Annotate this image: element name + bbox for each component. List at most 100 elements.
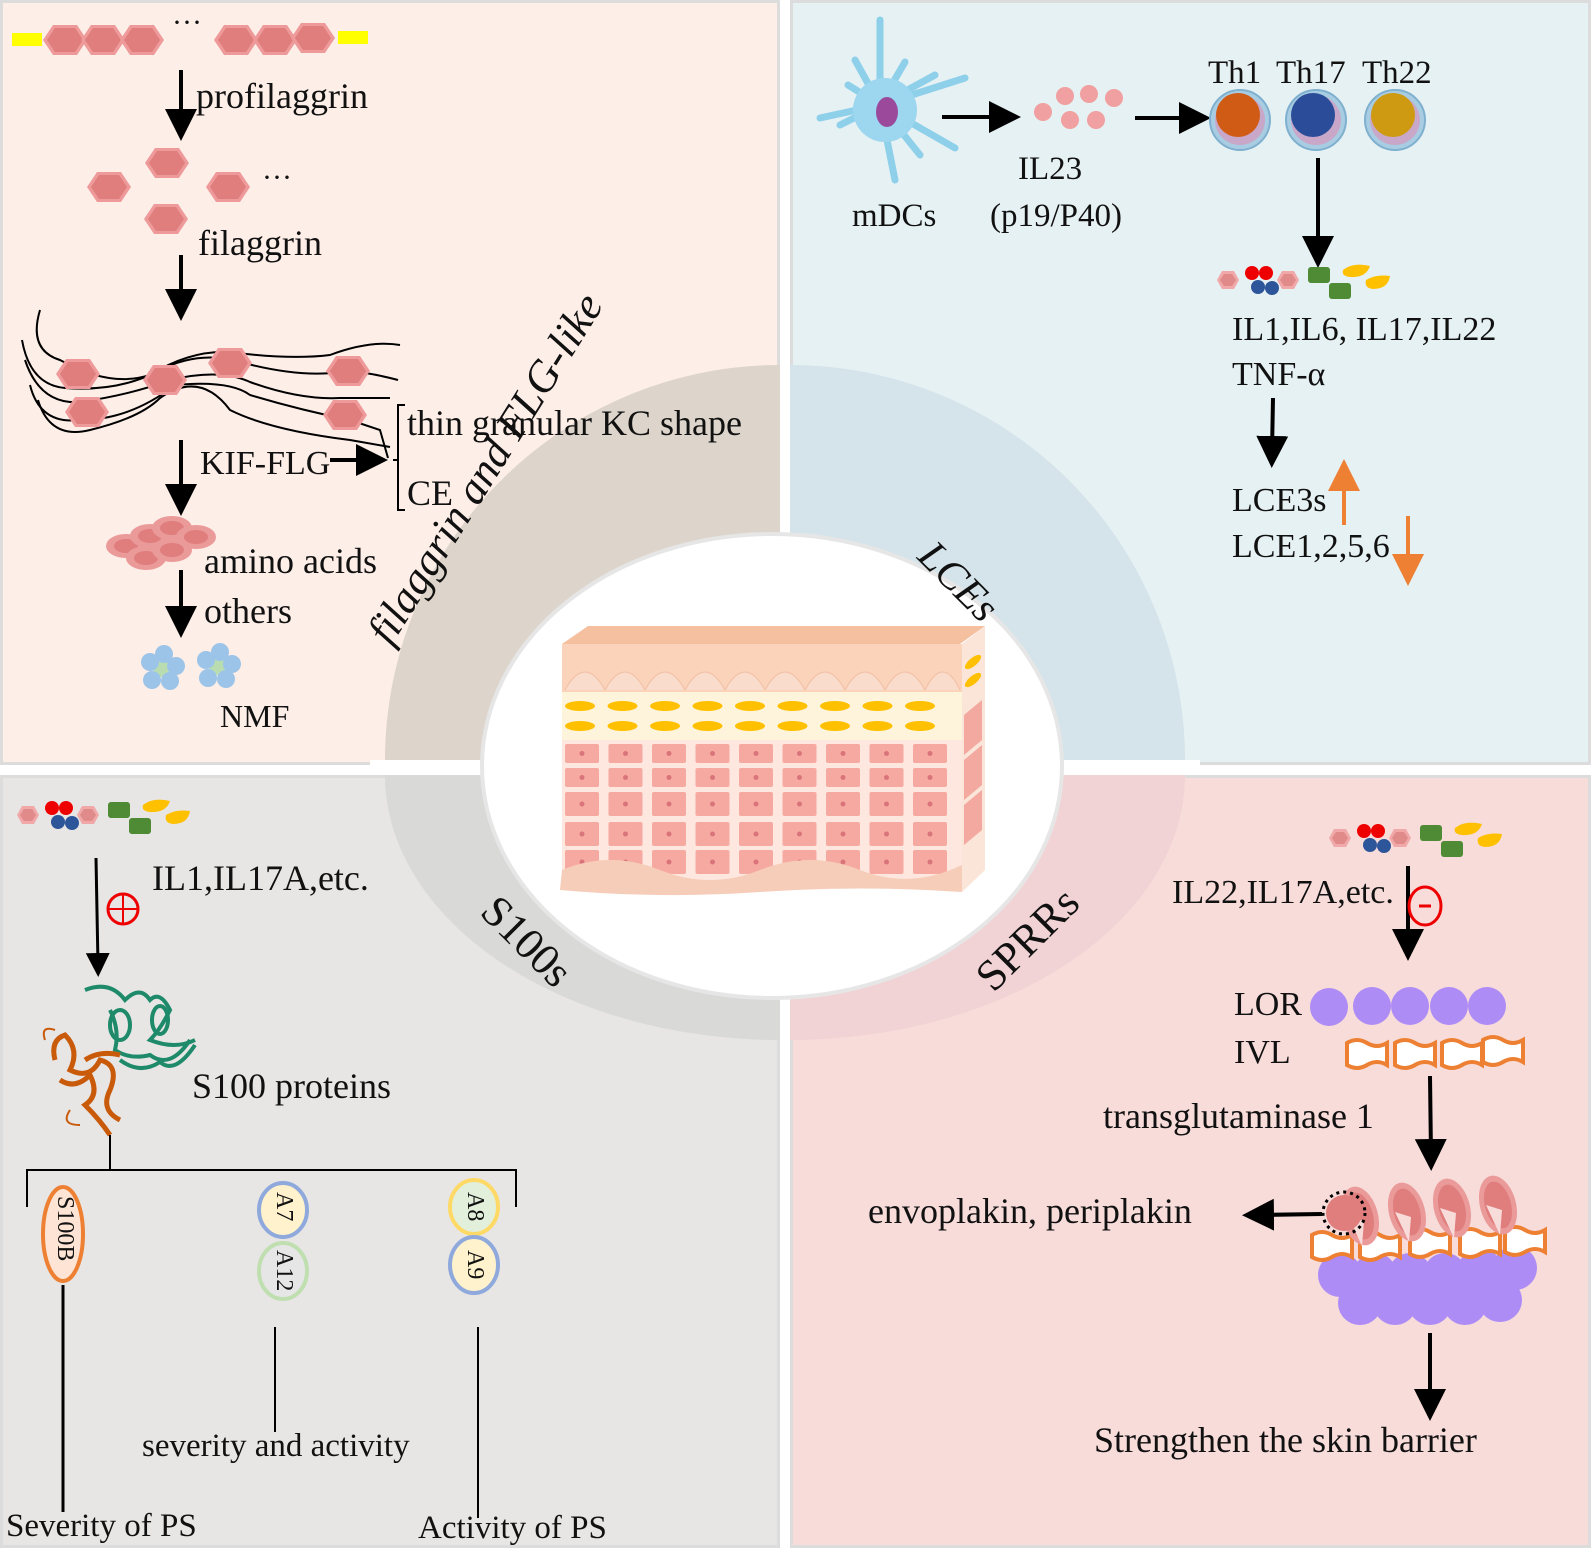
a7-badge [257,1181,309,1239]
keratinocyte-icon [565,744,599,763]
granule-icon [862,721,893,731]
yellow-terminal-domain [12,33,42,46]
amino-acids-label: amino acids [204,541,377,581]
profilaggrin-label: profilaggrin [196,76,368,116]
activity-of-ps-label: Activity of PS [418,1510,607,1546]
keratinocyte-icon [652,850,686,874]
keratinocyte-icon [869,744,904,763]
keratinocyte-icon [739,792,773,816]
th1-cell-icon [1209,89,1271,151]
cytokine-cluster-icon [17,800,190,834]
keratinocyte-icon [782,822,817,846]
skin-epidermis-illustration [560,626,985,896]
keratinocyte-icon [782,768,817,787]
keratinocyte-icon [913,850,947,874]
keratinocyte-icon [739,850,773,874]
dotted-highlight [1321,1190,1367,1236]
granule-icon [820,721,850,731]
keratinocyte-icon [652,768,686,787]
keratinocyte-icon [695,792,730,816]
keratinocyte-icon [869,768,904,787]
keratinocyte-icon [826,792,860,816]
granule-icon [735,721,765,731]
others-label: others [204,591,292,631]
kif-flg-label: KIF-FLG [200,445,331,482]
ellipsis: ··· [262,161,292,194]
inhibition-minus-icon [1407,885,1443,927]
keratinocyte-icon [565,768,599,787]
keratinocyte-icon [652,792,686,816]
keratinocyte-icon [695,768,730,787]
granule-icon [777,721,808,731]
severity-and-activity-label: severity and activity [142,1428,410,1464]
granule-icon [735,701,765,711]
filaggrin-monomers [87,148,250,234]
keratinocyte-icon [869,850,904,874]
sprr-cytokines-label: IL22,IL17A,etc. [1172,874,1394,911]
keratinocyte-icon [782,744,817,763]
keratinocyte-icon [608,744,643,763]
envoplakin-periplakin-label: envoplakin, periplakin [868,1191,1192,1231]
bracket [397,404,405,511]
stimulation-plus-icon [106,892,140,926]
a12-label: A12 [271,1250,297,1292]
s100b-badge [41,1185,85,1283]
cornified-envelope-icon [1310,1171,1547,1325]
cytokine-cluster-icon [1329,823,1502,857]
a7-label: A7 [271,1192,297,1222]
amino-acids-icon [106,516,216,570]
thin-granular-kc-shape-label: thin granular KC shape [407,403,742,443]
profilaggrin-chain [12,23,368,55]
transglutaminase-1-label: transglutaminase 1 [1103,1096,1374,1136]
a8-badge [448,1178,500,1236]
granule-icon [565,701,595,711]
granule-icon [905,701,935,711]
keratinocyte-icon [652,822,686,846]
keratinocyte-icon [826,744,860,763]
yellow-terminal-domain [338,31,368,44]
keratinocyte-icon [826,768,860,787]
keratinocyte-icon [608,792,643,816]
strengthen-skin-barrier-label: Strengthen the skin barrier [1094,1420,1477,1460]
cytokine-cluster-icon [1217,265,1390,299]
keratinocyte-icon [739,768,773,787]
keratinocyte-icon [782,792,817,816]
arrow-down [85,857,110,977]
involucrin-icon [1345,1035,1525,1070]
severity-of-ps-label: Severity of PS [6,1508,197,1544]
a12-badge [257,1241,309,1301]
keratinocyte-icon [565,792,599,816]
granule-icon [862,701,893,711]
nmf-icon [141,643,241,690]
granule-icon [607,701,638,711]
arrow-left [1242,1198,1323,1231]
ellipsis: ··· [172,6,202,39]
keratinocyte-icon [565,822,599,846]
keratinocyte-icon [869,792,904,816]
granule-icon [692,721,723,731]
lor-label: LOR [1234,986,1302,1023]
s100-protein-structure-icon [42,984,197,1137]
mdc-cell-icon [816,16,969,184]
th22-label: Th22 [1362,55,1432,91]
granule-icon [565,721,595,731]
mdcs-label: mDCs [852,198,937,234]
s100-cytokines-label: IL1,IL17A,etc. [152,858,369,898]
tnf-alpha-label: TNF-α [1232,356,1326,393]
th17-label: Th17 [1276,55,1346,91]
il23-label: IL23 [1018,151,1083,187]
s100-proteins-label: S100 proteins [192,1066,392,1106]
il23-subunits-label: (p19/P40) [990,198,1122,234]
th17-cell-icon [1285,89,1347,151]
keratinocyte-icon [913,768,947,787]
filament-bound-filaggrin [56,348,370,430]
granule-icon [905,721,935,731]
keratinocyte-icon [913,792,947,816]
nmf-label: NMF [220,698,290,734]
ce-label: CE [407,473,454,513]
th22-cell-icon [1364,89,1426,151]
a9-label: A9 [462,1250,488,1280]
granule-icon [607,721,638,731]
il23-cytokine-icon [1034,85,1123,129]
keratinocyte-icon [913,744,947,763]
